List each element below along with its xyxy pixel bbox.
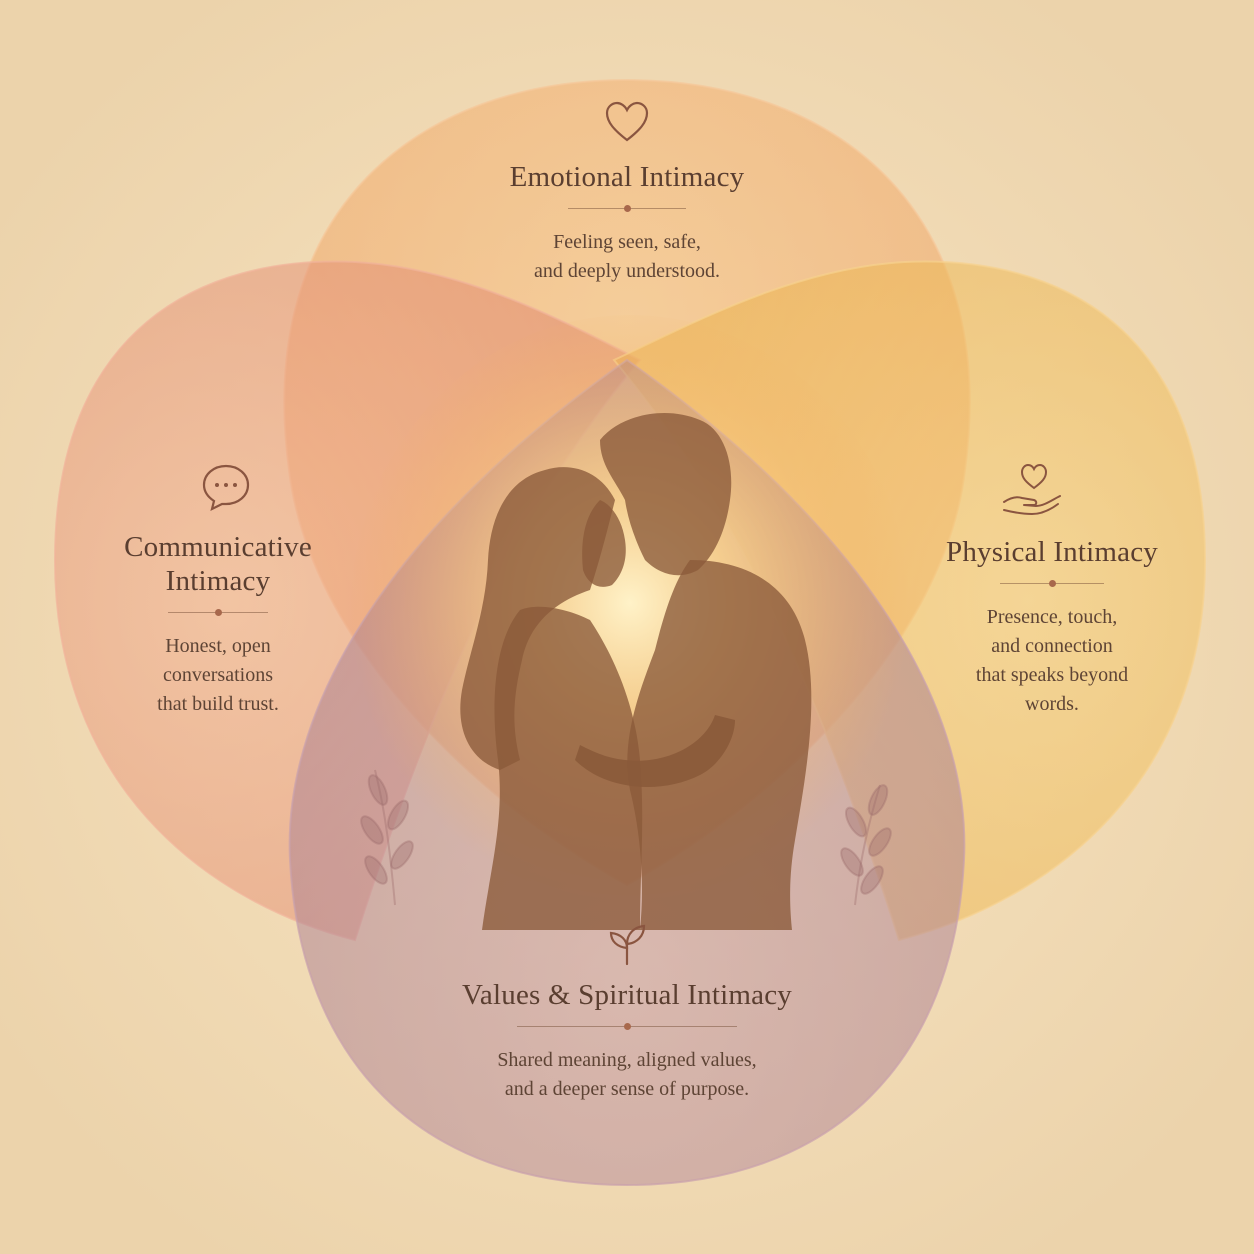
physical-desc-line4: words. (1025, 693, 1079, 715)
communicative-desc-line1: Honest, open (165, 635, 271, 657)
couple-embracing-silhouette (460, 412, 812, 930)
communicative-title-line1: Communicative (124, 531, 312, 563)
emotional-divider (568, 204, 686, 214)
heart-icon (605, 101, 649, 142)
emotional-title: Emotional Intimacy (509, 161, 745, 193)
physical-desc-line1: Presence, touch, (986, 606, 1118, 628)
values-divider (517, 1022, 737, 1032)
values-desc-line2: and a deeper sense of purpose. (504, 1078, 750, 1100)
leaves-decoration-right (840, 784, 892, 906)
values-title: Values & Spiritual Intimacy (462, 979, 792, 1011)
values-desc-line1: Shared meaning, aligned values, (497, 1049, 757, 1071)
communicative-divider (168, 608, 268, 618)
communicative-intimacy-label: Communicative Intimacy Honest, open conv… (90, 530, 346, 719)
speech-bubble-icon (202, 464, 250, 512)
physical-desc-line3: that speaks beyond (975, 664, 1129, 686)
sprout-icon (609, 924, 646, 966)
physical-intimacy-label: Physical Intimacy Presence, touch, and c… (924, 535, 1180, 719)
values-spiritual-intimacy-label: Values & Spiritual Intimacy Shared meani… (407, 978, 847, 1104)
physical-divider (1000, 579, 1104, 589)
physical-desc-line2: and connection (991, 635, 1113, 657)
communicative-title-line2: Intimacy (165, 565, 271, 597)
physical-title: Physical Intimacy (946, 536, 1158, 568)
communicative-desc-line3: that build trust. (157, 693, 279, 715)
emotional-desc-line2: and deeply understood. (533, 260, 721, 282)
leaves-decoration-left (360, 769, 414, 906)
communicative-desc-line2: conversations (163, 664, 273, 686)
emotional-intimacy-label: Emotional Intimacy Feeling seen, safe, a… (470, 160, 784, 286)
emotional-desc-line1: Feeling seen, safe, (553, 231, 701, 253)
heart-in-hand-icon (1003, 463, 1061, 516)
